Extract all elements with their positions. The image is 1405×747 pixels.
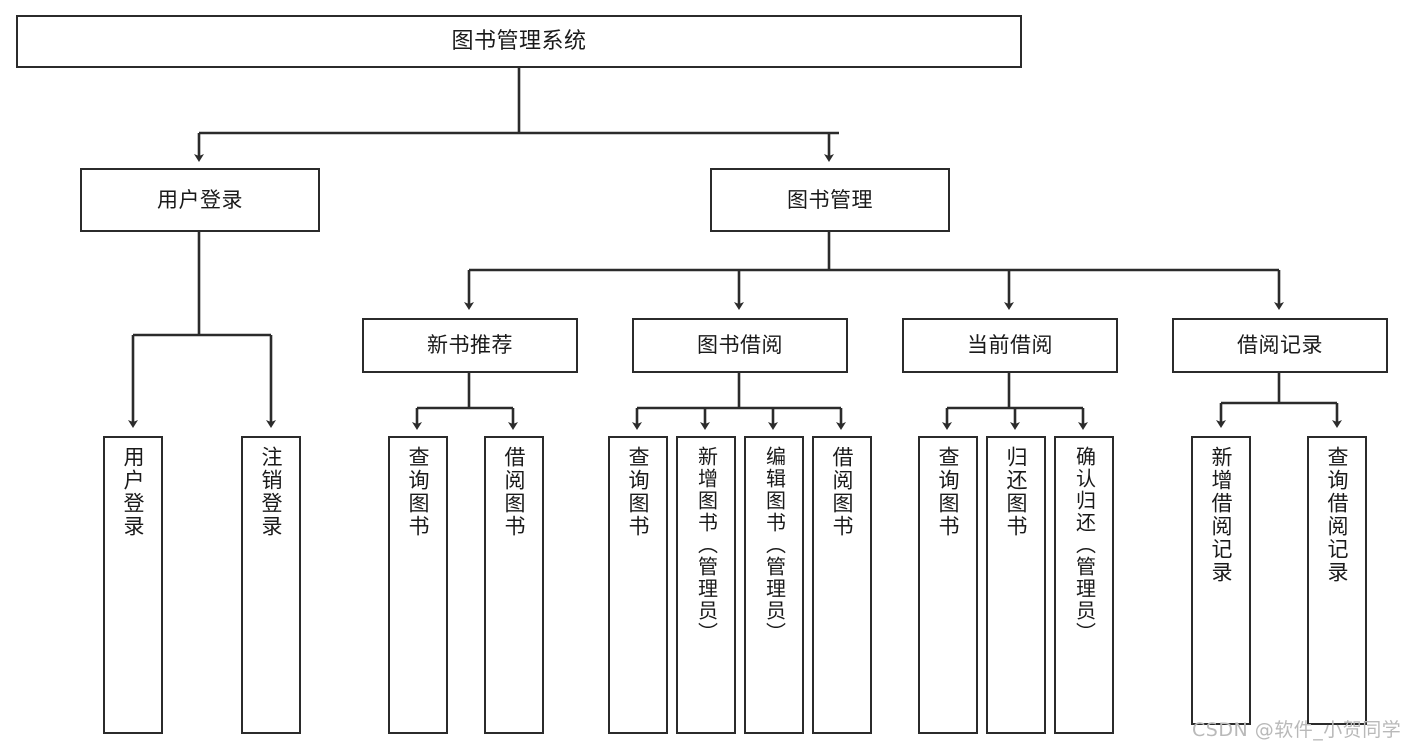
leaf-new-book-borrow[interactable]: 借阅图书: [484, 436, 544, 734]
node-label: 新书推荐: [427, 333, 513, 358]
node-current-borrowing[interactable]: 当前借阅: [902, 318, 1118, 373]
leaf-current-confirm-return[interactable]: 确认归还（管理员）: [1054, 436, 1114, 734]
node-label: 借阅图书: [502, 446, 527, 538]
node-label: 查询图书: [406, 446, 431, 538]
node-label: 图书借阅: [697, 333, 783, 358]
leaf-user-login-logout[interactable]: 注销登录: [241, 436, 301, 734]
node-label: 用户登录: [121, 446, 146, 538]
node-label: 用户登录: [157, 187, 243, 212]
leaf-new-book-query[interactable]: 查询图书: [388, 436, 448, 734]
node-borrow-records[interactable]: 借阅记录: [1172, 318, 1388, 373]
node-user-login[interactable]: 用户登录: [80, 168, 320, 232]
leaf-borrow-query-book[interactable]: 查询图书: [608, 436, 668, 734]
node-book-management[interactable]: 图书管理: [710, 168, 950, 232]
node-label: 查询图书: [626, 446, 651, 538]
node-new-book-recommendation[interactable]: 新书推荐: [362, 318, 578, 373]
leaf-record-add[interactable]: 新增借阅记录: [1191, 436, 1251, 725]
node-label: 借阅图书: [830, 446, 855, 538]
node-label: 新增图书（管理员）: [694, 446, 719, 644]
leaf-borrow-add-book[interactable]: 新增图书（管理员）: [676, 436, 736, 734]
node-label: 当前借阅: [967, 333, 1053, 358]
leaf-current-return-book[interactable]: 归还图书: [986, 436, 1046, 734]
leaf-borrow-edit-book[interactable]: 编辑图书（管理员）: [744, 436, 804, 734]
csdn-watermark: CSDN @软件_小贺同学: [1192, 719, 1402, 741]
node-label: 编辑图书（管理员）: [762, 446, 787, 644]
leaf-borrow-borrow-book[interactable]: 借阅图书: [812, 436, 872, 734]
node-label: 图书管理系统: [451, 28, 587, 54]
leaf-record-query[interactable]: 查询借阅记录: [1307, 436, 1367, 725]
node-root-system[interactable]: 图书管理系统: [16, 15, 1022, 68]
leaf-current-query-book[interactable]: 查询图书: [918, 436, 978, 734]
node-label: 归还图书: [1004, 446, 1029, 538]
node-label: 确认归还（管理员）: [1072, 446, 1097, 644]
node-label: 查询图书: [936, 446, 961, 538]
leaf-user-login-login[interactable]: 用户登录: [103, 436, 163, 734]
node-label: 查询借阅记录: [1325, 446, 1350, 584]
node-label: 新增借阅记录: [1209, 446, 1234, 584]
node-label: 借阅记录: [1237, 333, 1323, 358]
node-label: 图书管理: [787, 187, 873, 212]
node-label: 注销登录: [259, 446, 284, 538]
node-book-borrowing[interactable]: 图书借阅: [632, 318, 848, 373]
